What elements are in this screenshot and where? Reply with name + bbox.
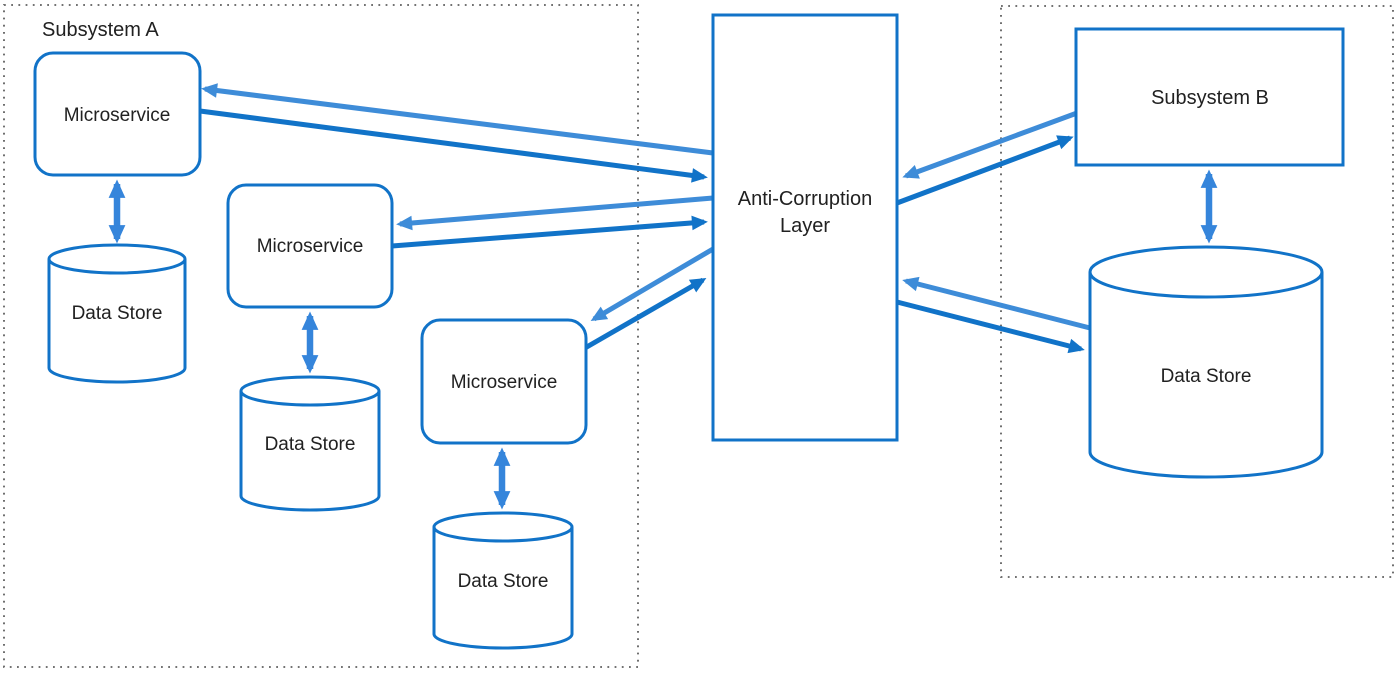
data-store-1-cylinder-top (47, 243, 187, 275)
subsystem-b-label: Subsystem B (1151, 87, 1269, 109)
microservice-1-box (33, 51, 202, 177)
data-store-b-label: Data Store (1161, 366, 1252, 387)
arrow-acl-to-microservice-2 (396, 195, 714, 231)
microservice-3-label: Microservice (451, 372, 558, 393)
data-store-b-cylinder-top (1088, 245, 1324, 299)
anti-corruption-layer-label-line1: Anti-Corruption (738, 188, 873, 210)
data-store-3-label: Data Store (458, 571, 549, 592)
arrow-microservice-1-to-acl (199, 108, 708, 183)
data-store-2-cylinder-top (239, 375, 381, 407)
data-store-1-cylinder (47, 259, 187, 384)
microservice-3-node: Microservice (420, 318, 588, 445)
data-store-2-label: Data Store (265, 434, 356, 455)
microservice-2-node: Microservice (226, 183, 394, 309)
arrow-acl-to-microservice-3 (590, 246, 715, 322)
data-store-3-cylinder (432, 527, 574, 650)
data-store-b-cylinder (1088, 272, 1324, 479)
arrow-microservice-3-to-acl (583, 277, 707, 351)
subsystem-b-box (1074, 27, 1345, 167)
arrow-acl-to-subsystem-b (896, 135, 1074, 206)
data-store-2-cylinder (239, 391, 381, 512)
data-store-2-node: Data Store (239, 375, 381, 512)
anti-corruption-layer-node: Anti-Corruption Layer (711, 13, 899, 442)
data-store-b-node: Data Store (1088, 245, 1324, 479)
data-store-1-label: Data Store (72, 303, 163, 324)
anti-corruption-layer-label-line2: Layer (780, 215, 830, 237)
microservice-3-box (420, 318, 588, 445)
data-store-3-cylinder-top (432, 511, 574, 543)
subsystem-b-boundary (1000, 5, 1394, 578)
data-store-3-node: Data Store (432, 511, 574, 650)
data-store-1-node: Data Store (47, 243, 187, 384)
arrow-acl-to-data-store-b (896, 299, 1085, 354)
microservice-2-box (226, 183, 394, 309)
microservice-1-label: Microservice (64, 105, 171, 126)
subsystem-a-label: Subsystem A (42, 19, 159, 41)
arrow-acl-to-microservice-1 (201, 83, 714, 156)
anti-corruption-layer-box (711, 13, 899, 442)
arrow-data-store-b-to-acl (902, 276, 1091, 331)
arrow-microservice-2-to-acl (391, 215, 708, 249)
microservice-2-label: Microservice (257, 236, 364, 257)
subsystem-a-boundary (3, 4, 639, 668)
subsystem-b-node: Subsystem B (1074, 27, 1345, 167)
arrow-subsystem-b-to-acl (902, 110, 1078, 179)
microservice-1-node: Microservice (33, 51, 202, 177)
